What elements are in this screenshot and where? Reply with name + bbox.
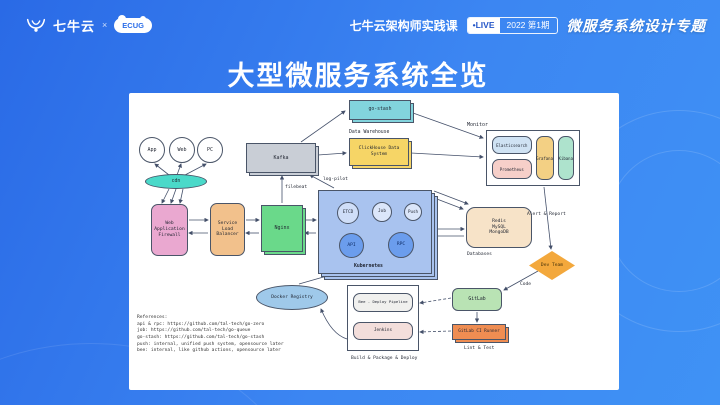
kafka-node: Kafka [246, 143, 316, 173]
data-warehouse-label: Data Warehouse [349, 130, 390, 135]
elasticsearch-node: Elasticsearch [492, 136, 532, 154]
go-stash-label: go-stash [368, 107, 392, 112]
brand-separator: × [102, 20, 108, 30]
kafka-label: Kafka [273, 154, 289, 161]
ecug-logo: ECUG [114, 14, 152, 33]
references-line: push: internal, unified push system, ope… [137, 341, 284, 347]
references-line: References: [137, 315, 168, 320]
connector-arrows [154, 110, 553, 340]
kibana-label: Kibana [558, 155, 573, 161]
etcd-label: ETCD [342, 210, 354, 216]
bee-pipeline-label: Bee - Deploy Pipeline [358, 299, 408, 305]
push-node: Push [404, 203, 422, 221]
databases-mysql-label: MySQL [492, 224, 506, 230]
docker-registry-node: Docker Registry [256, 285, 328, 310]
brand-block: 七牛云 × ECUG [26, 14, 152, 35]
diagram-panel: App Web PC cdn Web Application Firewall … [129, 93, 619, 390]
log-pilot-label: log-pilot [323, 177, 348, 182]
client-web-node: Web [169, 137, 195, 163]
waf-label: Web Application Firewall [154, 221, 185, 238]
jenkins-label: Jenkins [373, 328, 393, 334]
rpc-label: RPC [396, 242, 406, 248]
monitor-label: Monitor [467, 122, 489, 128]
cdn-node: cdn [145, 174, 207, 189]
topic-title: 微服务系统设计专题 [566, 18, 706, 35]
qiniu-bull-icon [26, 18, 46, 33]
monitor-left-column: Elasticsearch Prometheus [492, 136, 532, 180]
databases-node: Redis MySQL MongoDB [466, 207, 532, 248]
alert-report-label: Alert & Report [527, 212, 566, 217]
client-pc-node: PC [197, 137, 223, 163]
ecug-label: ECUG [122, 20, 144, 30]
docker-registry-label: Docker Registry [271, 294, 313, 300]
go-stash-node: go-stash [349, 100, 411, 120]
lint-test-label: Lint & Test [464, 346, 495, 351]
client-web-label: Web [177, 146, 187, 153]
databases-redis-label: Redis [492, 218, 506, 224]
live-badge: •LIVE 2022 第1期 [466, 16, 558, 34]
header-bar: 七牛云 × ECUG 七牛云架构师实践课 •LIVE 2022 第1期 微服务系… [0, 12, 720, 38]
client-pc-label: PC [206, 146, 214, 153]
rpc-node: RPC [388, 232, 414, 258]
etcd-node: ETCD [337, 202, 359, 224]
databases-mongodb-label: MongoDB [489, 230, 509, 236]
references-line: bee: internal, like github actions, open… [137, 348, 281, 354]
brand-name: 七牛云 [53, 18, 96, 34]
live-label: •LIVE [467, 17, 500, 33]
edition-label: 2022 第1期 [506, 20, 550, 30]
clickhouse-label: ClickHouse Data System [358, 146, 400, 157]
client-app-label: App [147, 146, 157, 153]
job-label: Job [378, 209, 386, 215]
gitlab-ci-runner-label: GitLab CI Runner [458, 329, 500, 335]
monitor-group: Elasticsearch Prometheus Grafana Kibana [486, 130, 580, 186]
gitlab-node: GitLab [452, 288, 502, 311]
gitlab-ci-runner-node: GitLab CI Runner [452, 324, 506, 340]
client-app-node: App [139, 137, 165, 163]
slb-node: Service Load Balancer [210, 203, 245, 256]
kubernetes-label: Kubernetes [354, 264, 383, 269]
prometheus-node: Prometheus [492, 159, 532, 179]
nginx-label: Nginx [274, 225, 290, 232]
clickhouse-node: ClickHouse Data System [349, 138, 409, 166]
cdn-label: cdn [171, 178, 181, 184]
jenkins-node: Jenkins [353, 322, 413, 340]
grafana-node: Grafana [535, 136, 554, 180]
dev-team-label: Dev Team [540, 263, 564, 268]
references-line: api & rpc: https://github.com/tal-tech/g… [137, 321, 265, 327]
nginx-node: Nginx [261, 205, 303, 252]
bee-pipeline-node: Bee - Deploy Pipeline [353, 293, 413, 312]
api-node: API [339, 233, 364, 258]
push-label: Push [407, 209, 419, 215]
job-node: Job [372, 202, 392, 222]
code-label: Code [520, 282, 532, 287]
references-line: go-stash: https://github.com/tal-tech/go… [137, 334, 265, 340]
prometheus-label: Prometheus [499, 166, 524, 172]
waf-node: Web Application Firewall [151, 204, 188, 256]
elasticsearch-label: Elasticsearch [496, 142, 528, 148]
grafana-label: Grafana [536, 155, 553, 161]
references-block: References: api & rpc: https://github.co… [137, 315, 284, 355]
filebeat-label: filebeat [285, 185, 308, 190]
api-label: API [347, 242, 356, 248]
kibana-node: Kibana [557, 136, 574, 180]
gitlab-label: GitLab [468, 296, 486, 302]
references-line: job: https://github.com/tal-tech/go-queu… [137, 328, 251, 334]
databases-label: Databases [467, 252, 492, 257]
header-right: 七牛云架构师实践课 •LIVE 2022 第1期 微服务系统设计专题 [350, 15, 706, 36]
course-title: 七牛云架构师实践课 [349, 18, 458, 33]
build-package-deploy-label: Build & Package & Deploy [351, 356, 418, 361]
slb-label: Service Load Balancer [216, 220, 239, 238]
page-title: 大型微服务系统全览 [227, 61, 489, 91]
